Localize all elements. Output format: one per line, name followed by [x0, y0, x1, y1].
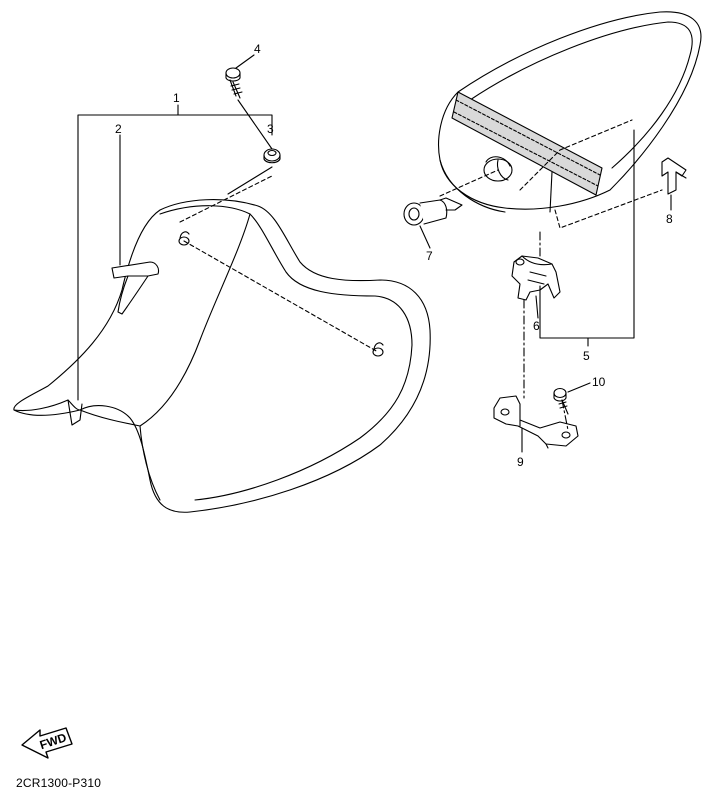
callout-7: 7	[426, 249, 433, 263]
callout-4: 4	[254, 42, 261, 56]
bolt-part-10	[553, 387, 569, 415]
seat-grommet-hole-front	[178, 236, 190, 246]
seat-grommet-hole-rear	[372, 347, 384, 357]
fwd-arrow-icon	[21, 727, 73, 759]
callout-8: 8	[666, 212, 673, 226]
latch-part-6	[511, 255, 561, 301]
seat-damper-part-2	[111, 261, 160, 315]
bracket-part-9	[493, 395, 579, 449]
dash-dot-leaders	[523, 231, 569, 431]
rider-seat-hidden-lines	[179, 175, 379, 353]
rider-seat	[13, 199, 431, 513]
callout-labels: 1 2 3 4 5 6 7 8 9 10 FWD	[38, 42, 673, 752]
callout-leader-lines	[77, 54, 672, 453]
leader-bolt-to-grommet	[237, 99, 273, 150]
callout-5: 5	[583, 349, 590, 363]
passenger-seat	[438, 11, 702, 213]
drawing-code: 2CR1300-P310	[16, 776, 102, 790]
callout-6: 6	[533, 319, 540, 333]
callout-10: 10	[592, 375, 606, 389]
callout-1: 1	[173, 91, 180, 105]
passenger-seat-hidden-lines	[439, 119, 663, 229]
leader-grommet-to-seat	[227, 166, 273, 195]
bolt-part-4	[225, 67, 243, 99]
callout-3: 3	[267, 122, 274, 136]
callout-2: 2	[115, 122, 122, 136]
lock-cylinder-part-7	[403, 197, 463, 226]
callout-9: 9	[517, 455, 524, 469]
clip-part-8	[661, 157, 687, 195]
grommet-part-3	[263, 148, 281, 164]
